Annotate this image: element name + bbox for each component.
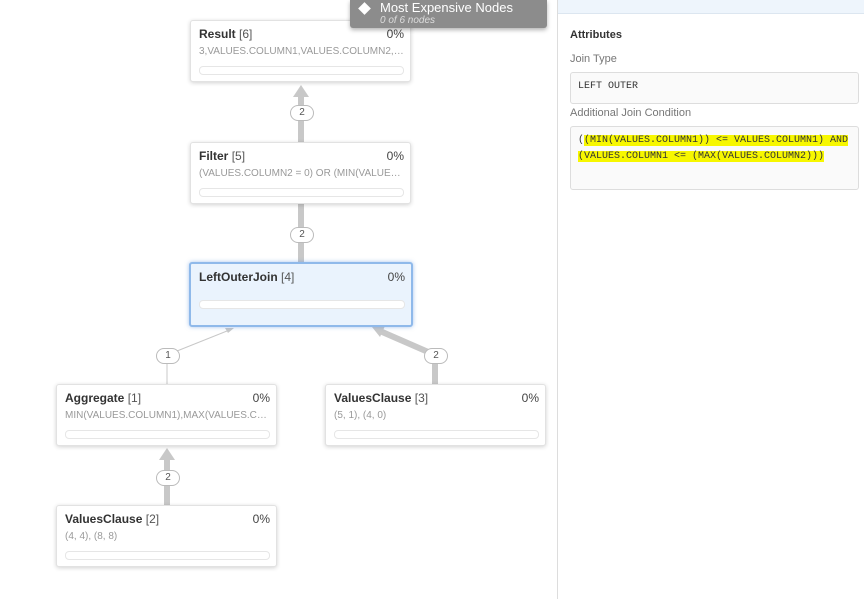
highlighted-condition: (MIN(VALUES.COLUMN1)) <= VALUES.COLUMN1)… — [578, 135, 849, 162]
edge-count-badge: 2 — [424, 348, 448, 364]
node-title: ValuesClause — [65, 512, 143, 526]
node-title: ValuesClause — [334, 391, 412, 405]
node-detail: MIN(VALUES.COLUMN1),MAX(VALUES.COLUMN2) — [65, 410, 270, 421]
diamond-icon — [358, 2, 371, 15]
node-percent: 0% — [252, 391, 270, 405]
edge-count-badge: 2 — [290, 105, 314, 121]
panel-header — [558, 0, 864, 14]
node-id: [2] — [145, 512, 160, 526]
tooltip-subtitle: 0 of 6 nodes — [380, 15, 436, 26]
join-type-field[interactable]: LEFT OUTER — [570, 72, 859, 104]
node-cost-bar — [65, 430, 270, 439]
node-aggregate[interactable]: Aggregate [1] 0% MIN(VALUES.COLUMN1),MAX… — [56, 384, 277, 446]
node-cost-bar — [65, 551, 270, 560]
node-left-outer-join[interactable]: LeftOuterJoin [4] 0% — [189, 262, 413, 327]
node-filter[interactable]: Filter [5] 0% (VALUES.COLUMN2 = 0) OR (M… — [190, 142, 411, 204]
edge-count-badge: 2 — [156, 470, 180, 486]
node-percent: 0% — [386, 149, 404, 163]
node-title: Filter — [199, 149, 229, 163]
arrow-head — [225, 328, 234, 333]
node-detail: (VALUES.COLUMN2 = 0) OR (MIN(VALUES.COLU… — [199, 168, 404, 179]
node-title: Aggregate — [65, 391, 125, 405]
node-values-clause-2[interactable]: ValuesClause [2] 0% (4, 4), (8, 8) — [56, 505, 277, 567]
node-id: [6] — [239, 27, 253, 41]
node-cost-bar — [199, 300, 405, 309]
arrow-head — [293, 85, 309, 97]
attributes-heading: Attributes — [570, 29, 622, 41]
join-condition-field[interactable]: ((MIN(VALUES.COLUMN1)) <= VALUES.COLUMN1… — [570, 126, 859, 190]
node-cost-bar — [199, 188, 404, 197]
tooltip-title: Most Expensive Nodes — [380, 0, 513, 15]
node-values-clause-3[interactable]: ValuesClause [3] 0% (5, 1), (4, 0) — [325, 384, 546, 446]
node-title: Result — [199, 27, 236, 41]
node-detail: 3,VALUES.COLUMN1,VALUES.COLUMN2,VALUES.C… — [199, 46, 404, 57]
node-percent: 0% — [521, 391, 539, 405]
most-expensive-nodes-panel[interactable]: Most Expensive Nodes 0 of 6 nodes — [350, 0, 547, 28]
node-percent: 0% — [252, 512, 270, 526]
edge-count-badge: 1 — [156, 348, 180, 364]
node-id: [1] — [127, 391, 142, 405]
attributes-panel: Attributes Join Type LEFT OUTER Addition… — [557, 0, 864, 599]
node-percent: 0% — [387, 270, 405, 284]
node-title: LeftOuterJoin — [199, 270, 278, 284]
node-percent: 0% — [386, 27, 404, 41]
arrow-head — [159, 448, 175, 460]
join-condition-label: Additional Join Condition — [570, 107, 692, 119]
condition-prefix: ( — [578, 135, 585, 146]
query-plan-canvas[interactable]: 2 2 1 2 2 Result [6] 0% 3,VALUES.COLUMN1… — [0, 0, 557, 599]
node-result[interactable]: Result [6] 0% 3,VALUES.COLUMN1,VALUES.CO… — [190, 20, 411, 82]
node-id: [4] — [281, 270, 295, 284]
node-cost-bar — [334, 430, 539, 439]
node-detail: (4, 4), (8, 8) — [65, 531, 118, 542]
node-id: [5] — [231, 149, 246, 163]
arrow-head — [372, 326, 385, 337]
edge-count-badge: 2 — [290, 227, 314, 243]
node-id: [3] — [414, 391, 429, 405]
join-type-label: Join Type — [570, 53, 617, 65]
node-cost-bar — [199, 66, 404, 75]
node-detail: (5, 1), (4, 0) — [334, 410, 387, 421]
